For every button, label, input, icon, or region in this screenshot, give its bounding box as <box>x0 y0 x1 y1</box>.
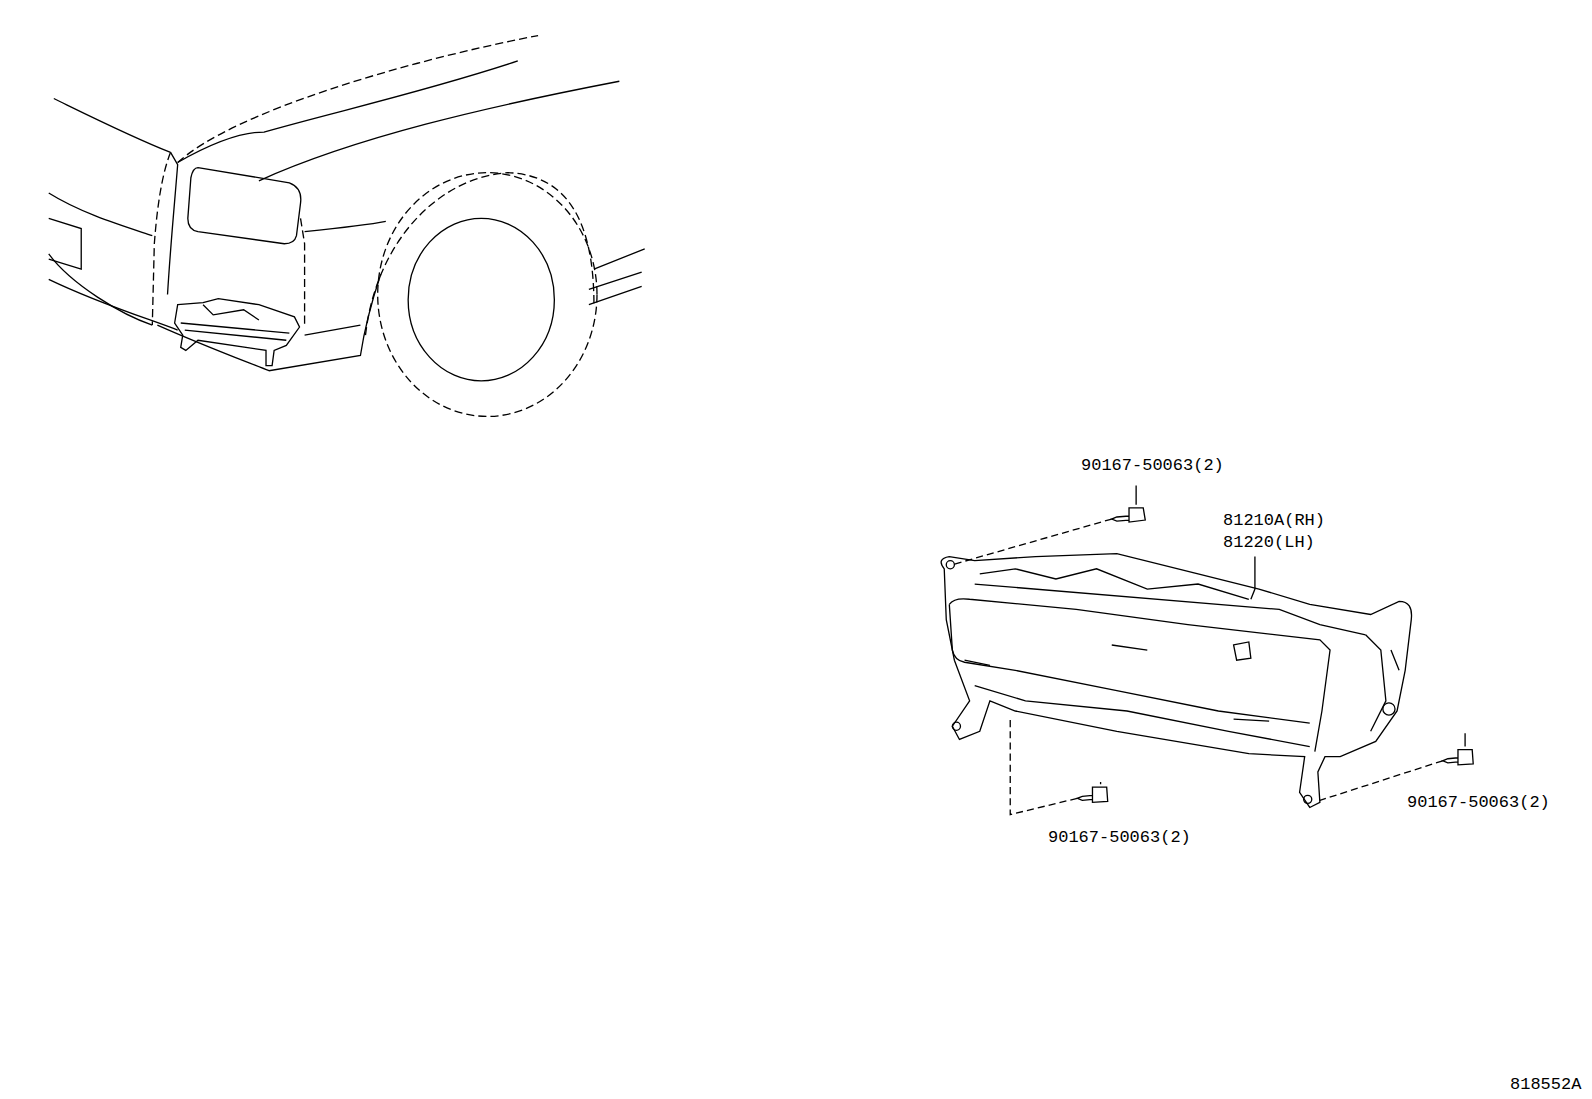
diagram-id: 818552A <box>1510 1076 1581 1093</box>
part-number: 90167-50063(2) <box>1048 829 1191 846</box>
part-number: 81210A(RH) <box>1223 512 1325 529</box>
car-outline <box>49 36 645 417</box>
leader-lines <box>952 519 1442 815</box>
part-number: 90167-50063(2) <box>1081 457 1224 474</box>
screws <box>1077 486 1473 803</box>
fog-lamp-assembly <box>941 554 1411 808</box>
part-number: 81220(LH) <box>1223 534 1315 551</box>
part-number: 90167-50063(2) <box>1407 794 1550 811</box>
